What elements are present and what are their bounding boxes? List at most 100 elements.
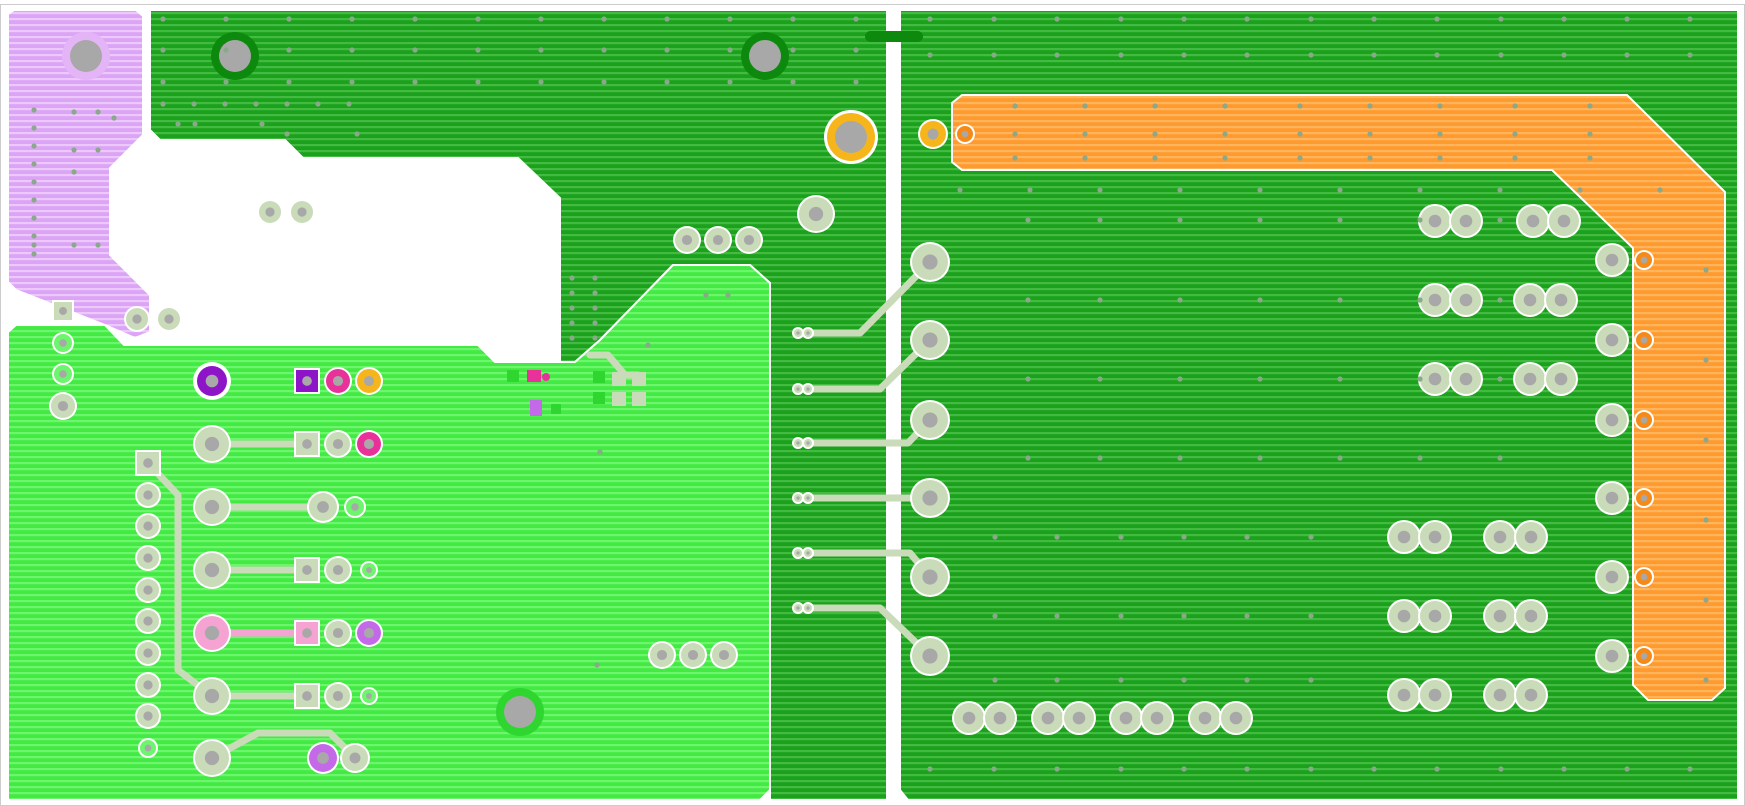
via-icon xyxy=(1337,217,1343,223)
via-icon xyxy=(1703,517,1709,523)
through-hole-pad-icon xyxy=(1109,701,1143,735)
via-icon xyxy=(349,16,355,22)
via-icon xyxy=(1177,455,1183,461)
via-icon xyxy=(1118,534,1124,540)
mounting-hole-icon xyxy=(62,32,110,80)
via-icon xyxy=(597,449,603,455)
trace xyxy=(208,729,359,762)
through-hole-pad-icon xyxy=(710,641,738,669)
smd-pad-icon xyxy=(612,392,626,406)
via-icon xyxy=(1498,766,1504,772)
through-hole-pad-icon xyxy=(910,400,950,440)
square-pad-icon xyxy=(294,620,320,646)
through-hole-pad-icon xyxy=(1188,701,1222,735)
mounting-hole-group xyxy=(62,31,923,736)
through-hole-pad-icon xyxy=(193,614,231,652)
via-icon xyxy=(31,251,37,257)
via-icon xyxy=(412,16,418,22)
via-icon xyxy=(1177,217,1183,223)
through-hole-pad-icon xyxy=(1595,560,1629,594)
via-icon xyxy=(223,16,229,22)
via-icon xyxy=(927,16,933,22)
via-icon xyxy=(957,187,963,193)
via-icon xyxy=(31,197,37,203)
through-hole-pad-icon xyxy=(918,119,948,149)
via-icon xyxy=(1512,155,1518,161)
smd-pad-icon xyxy=(507,370,519,382)
via-icon xyxy=(1337,376,1343,382)
via-icon xyxy=(1297,155,1303,161)
through-hole-pad-icon xyxy=(1514,520,1548,554)
via-icon xyxy=(569,335,575,341)
via-icon xyxy=(31,107,37,113)
through-hole-pad-icon xyxy=(193,488,231,526)
via-icon xyxy=(1025,455,1031,461)
via-icon xyxy=(1624,16,1630,22)
via-icon xyxy=(1222,103,1228,109)
via-icon xyxy=(1257,297,1263,303)
square-pad-icon xyxy=(294,557,320,583)
via-icon xyxy=(412,79,418,85)
via-icon xyxy=(284,101,290,107)
via-icon xyxy=(1012,155,1018,161)
via-icon xyxy=(191,101,197,107)
via-icon xyxy=(1177,376,1183,382)
via-icon xyxy=(1561,52,1567,58)
smd-pad-icon xyxy=(527,370,541,382)
through-hole-pad-icon xyxy=(1418,283,1452,317)
via-icon xyxy=(1244,534,1250,540)
via-icon xyxy=(1417,217,1423,223)
through-hole-pad-icon xyxy=(135,608,161,634)
via-icon xyxy=(664,16,670,22)
through-hole-pad-icon xyxy=(1634,567,1654,587)
through-hole-pad-icon xyxy=(1449,283,1483,317)
through-hole-pad-icon xyxy=(360,561,378,579)
via-icon xyxy=(175,121,181,127)
through-hole-pad-icon xyxy=(792,437,804,449)
via-icon xyxy=(1257,217,1263,223)
through-hole-pad-icon xyxy=(355,430,383,458)
via-icon xyxy=(1497,376,1503,382)
via-icon xyxy=(1498,52,1504,58)
via-icon xyxy=(160,47,166,53)
via-icon xyxy=(927,52,933,58)
via-icon xyxy=(1337,187,1343,193)
through-hole-pad-icon xyxy=(797,195,835,233)
smd-pad-icon xyxy=(551,404,561,414)
via-icon xyxy=(1687,52,1693,58)
smd-pad-icon xyxy=(632,392,646,406)
via-icon xyxy=(31,161,37,167)
via-icon xyxy=(569,275,575,281)
through-hole-pad-icon xyxy=(1595,639,1629,673)
through-hole-pad-icon xyxy=(1516,204,1550,238)
via-icon xyxy=(1181,677,1187,683)
via-icon xyxy=(538,79,544,85)
via-icon xyxy=(1025,217,1031,223)
via-icon xyxy=(1222,131,1228,137)
via-icon xyxy=(992,534,998,540)
via-icon xyxy=(1027,187,1033,193)
via-icon xyxy=(992,677,998,683)
via-icon xyxy=(1257,187,1263,193)
via-icon xyxy=(727,79,733,85)
via-icon xyxy=(1308,677,1314,683)
copper-pour-left-purple xyxy=(7,9,151,340)
through-hole-pad-icon xyxy=(679,641,707,669)
through-hole-pad-icon xyxy=(1062,701,1096,735)
via-icon xyxy=(31,179,37,185)
via-icon xyxy=(1177,297,1183,303)
via-icon xyxy=(1308,16,1314,22)
via-icon xyxy=(538,16,544,22)
through-hole-pad-icon xyxy=(135,577,161,603)
via-icon xyxy=(1257,455,1263,461)
through-hole-pad-icon xyxy=(1634,410,1654,430)
via-icon xyxy=(1437,103,1443,109)
through-hole-pad-icon xyxy=(704,226,732,254)
through-hole-pad-icon xyxy=(1513,362,1547,396)
through-hole-pad-icon xyxy=(324,367,352,395)
square-pad-icon xyxy=(294,368,320,394)
through-hole-pad-icon xyxy=(135,640,161,666)
through-hole-pad-icon xyxy=(135,672,161,698)
via-icon xyxy=(286,79,292,85)
through-hole-pad-icon xyxy=(1387,599,1421,633)
